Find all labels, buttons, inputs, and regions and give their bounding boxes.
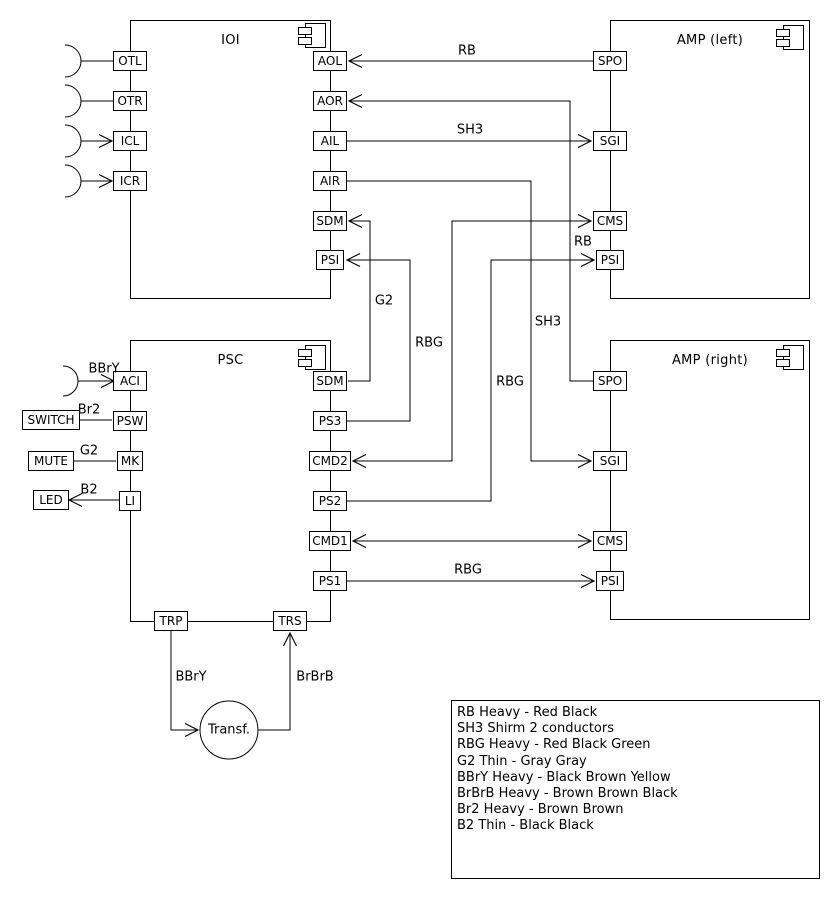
wire-label-rbg: RBG [454,562,482,578]
port-psc-mk: MK [117,451,143,471]
wire-bbry-trp-transformer [170,631,200,737]
legend-line: RBG Heavy - Red Black Green [457,737,651,753]
wire-label-rbg: RBG [415,335,443,351]
port-psc-trp: TRP [154,611,188,631]
wire-label-rbg: RBG [496,374,524,390]
port-psc-cmd2: CMD2 [309,451,351,471]
port-amp-right-cms: CMS [593,531,627,551]
wire-cmd2-cms-left [351,214,593,468]
wire-label-rb: RB [458,43,476,59]
port-psc-trs: TRS [273,611,307,631]
port-amp-left-spo: SPO [593,51,627,71]
legend-line: G2 Thin - Gray Gray [457,753,587,769]
port-psc-ps1: PS1 [313,571,347,591]
wire-label-sh3: SH3 [534,314,562,330]
external-mute: MUTE [28,451,74,471]
port-ioi-icr: ICR [113,171,147,191]
port-ioi-aor: AOR [313,91,347,111]
wire-spo-right-aor [347,94,593,382]
component-box-ioi: IOI [130,20,331,299]
wire-label-bbry: BBrY [175,669,207,685]
wire-rbg-ps2-psi-left [346,253,596,502]
port-psc-aci: ACI [113,371,147,391]
wire-label-bbry: BBrY [88,361,120,377]
component-title-ioi: IOI [221,33,240,48]
external-switch: SWITCH [22,410,80,430]
legend-line: Br2 Heavy - Brown Brown [457,802,624,818]
uml-component-icon [298,23,326,48]
port-amp-right-spo: SPO [593,371,627,391]
legend-line: SH3 Shirm 2 conductors [457,721,614,737]
uml-component-icon [776,345,804,370]
port-psc-li: LI [119,491,141,511]
uml-component-icon [776,25,804,50]
component-box-amp-right: AMP (right) [610,340,810,620]
speaker-icon [64,124,82,158]
speaker-icon [64,164,82,198]
component-box-psc: PSC [130,340,331,622]
port-ioi-aol: AOL [313,51,347,71]
speaker-icon [62,365,79,397]
port-ioi-icl: ICL [113,131,147,151]
port-psc-psw: PSW [113,411,147,431]
wire-g2-sdm-sdm [347,214,371,382]
wire-label-brbrb: BrBrB [296,669,334,685]
port-amp-left-psi: PSI [596,250,624,270]
wire-brbrb-transformer-trs [258,631,297,731]
wire-label-b2: B2 [80,482,98,498]
port-ioi-otr: OTR [113,91,147,111]
legend-line: RB Heavy - Red Black [457,705,598,720]
wire-label-br2: Br2 [77,402,101,418]
legend-box: RB Heavy - Red Black SH3 Shirm 2 conduct… [451,700,820,879]
legend-line: BrBrB Heavy - Brown Brown Black [457,786,678,802]
port-psc-ps3: PS3 [313,411,347,431]
legend-line: BBrY Heavy - Black Brown Yellow [457,769,671,785]
transformer-circle [199,700,259,760]
component-title-psc: PSC [217,353,244,368]
speaker-icon [64,44,82,78]
speaker-icon [64,84,82,118]
port-ioi-sdm: SDM [313,211,347,231]
port-ioi-otl: OTL [113,51,147,71]
port-amp-left-cms: CMS [593,211,627,231]
wire-label-rb: RB [574,234,592,250]
port-ioi-ail: AIL [313,131,347,151]
port-amp-right-psi: PSI [596,571,624,591]
port-amp-left-sgi: SGI [593,131,627,151]
transformer-label: Transf. [207,722,251,738]
port-amp-right-sgi: SGI [593,451,627,471]
uml-component-icon [298,345,326,370]
port-ioi-air: AIR [313,171,347,191]
component-title-amp-left: AMP (left) [676,33,744,48]
legend-line: B2 Thin - Black Black [457,818,594,834]
port-psc-cmd1: CMD1 [309,531,351,551]
port-psc-ps2: PS2 [313,491,347,511]
external-led: LED [33,490,69,510]
wire-label-sh3: SH3 [456,122,484,138]
component-box-amp-left: AMP (left) [610,20,810,299]
port-ioi-psi: PSI [316,250,344,270]
port-psc-sdm: SDM [313,371,347,391]
wire-rbg-ps3-psi [345,253,411,422]
wire-label-g2: G2 [79,443,99,459]
component-title-amp-right: AMP (right) [671,353,749,368]
wire-label-g2: G2 [374,293,394,309]
